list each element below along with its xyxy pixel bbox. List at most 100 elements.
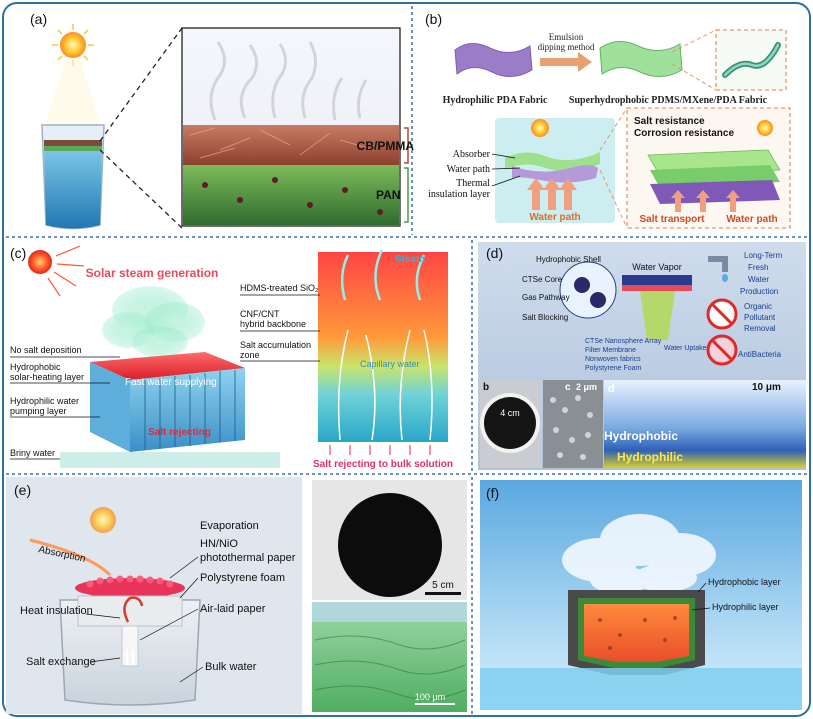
panel-b: (b) Emulsion dipping method Hydrophilic …: [425, 11, 791, 229]
corrosion-resistance-label: Corrosion resistance: [634, 128, 734, 139]
panel-f-tag: (f): [486, 485, 499, 501]
bulk-water-label: Bulk water: [205, 661, 257, 673]
scale-10um-label: 10 μm: [752, 382, 781, 393]
salt-transport-label: Salt transport: [639, 214, 705, 225]
sun-icon-red: [28, 250, 52, 274]
thermal-label-1: Thermal: [456, 178, 490, 189]
water-vapor-label: Water Vapor: [632, 262, 682, 272]
water-path-label: Water path: [447, 164, 490, 175]
pan-bracket: [404, 167, 409, 223]
long-label-3: Water: [748, 275, 769, 284]
scale-4cm-label: 4 cm: [500, 408, 520, 418]
cnf-label-2: hybrid backbone: [240, 319, 306, 329]
panel-a: (a): [30, 11, 414, 230]
water-uptake-funnel: [640, 291, 675, 340]
hydrophobic-region-label: Hydrophobic: [604, 429, 678, 443]
zoom-line-bottom: [99, 149, 183, 229]
heat-arrow: [123, 596, 144, 623]
no-salt-label: No salt deposition: [10, 345, 82, 355]
scale-bar-5cm: [425, 592, 461, 595]
panel-e: (e) Absorption Evaporation HN/NiO photot…: [6, 477, 467, 714]
long-label-2: Fresh: [748, 263, 768, 272]
salt-acc-label-1: Salt accumulation: [240, 340, 311, 350]
panel-a-tag: (a): [30, 11, 47, 27]
left-fabric-label: Hydrophilic PDA Fabric: [443, 95, 548, 106]
pda-fabric: [454, 43, 533, 77]
solar-steam-title: Solar steam generation: [86, 266, 219, 280]
beaker-icon: [41, 124, 105, 230]
air-laid-paper: [121, 625, 139, 667]
ctse-layer: [622, 275, 692, 285]
photo-d-strip: [604, 380, 806, 468]
no-bacteria-icon: [706, 334, 738, 366]
hydrophilic-label-2: pumping layer: [10, 406, 67, 416]
bulk-label: Salt rejecting to bulk solution: [313, 459, 453, 470]
steam-cloud: [102, 286, 205, 358]
antibacteria-label: AntiBacteria: [738, 350, 782, 359]
organic-label-1: Organic: [744, 302, 772, 311]
long-label-4: Production: [740, 287, 778, 296]
capillary-label: Capillary water: [360, 359, 420, 369]
cnf-label-1: CNF/CNT: [240, 309, 280, 319]
hydrophilic-label-1: Hydrophilic water: [10, 396, 79, 406]
salt-acc-label-2: zone: [240, 350, 260, 360]
water-uptake-label: Water Uptake: [664, 345, 707, 352]
hydrophilic-layer-label: Hydrophilic layer: [712, 602, 779, 612]
briny-water: [60, 452, 280, 468]
layer2-label: Filter Membrane: [585, 347, 636, 354]
no-pollutant-icon: [706, 298, 738, 330]
fast-water-label: Fast water supplying: [125, 377, 217, 388]
steam-arrows: [340, 249, 426, 301]
scale-bar-100um: [415, 703, 455, 705]
layer3-label: Nonwoven fabrics: [585, 356, 641, 363]
long-label-1: Long-Term: [744, 251, 783, 260]
water-path-label-2: Water path: [726, 214, 777, 225]
zoom-line-top: [99, 27, 183, 142]
sun-icon: [52, 24, 94, 66]
salt-rejecting-label: Salt rejecting: [148, 427, 211, 438]
panel-e-tag: (e): [14, 482, 31, 498]
panel-d: (d) Water Vapor Hydrophobic Shell CTSe C…: [478, 242, 806, 470]
organic-label-3: Removal: [744, 324, 776, 333]
sun-icon-e: [90, 507, 116, 533]
pmma-bracket: [404, 127, 409, 164]
photo-black-disc: [338, 493, 442, 597]
salt-blocking-label: Salt Blocking: [522, 313, 568, 322]
mxene-fabric: [599, 41, 683, 77]
process-arrow: [540, 52, 592, 72]
heat-insulation-label: Heat insulation: [20, 605, 93, 617]
panel-d-tag: (d): [486, 245, 503, 261]
salt-exchange-arrows: [126, 650, 134, 665]
salt-exchange-label: Salt exchange: [26, 656, 96, 668]
hydrophobic-label-1: Hydrophobic: [10, 362, 61, 372]
gas-pathway-label: Gas Pathway: [522, 293, 570, 302]
panel-f: (f) Hydrophobic layer Hydrophilic layer: [480, 480, 802, 710]
salt-resistance-label: Salt resistance: [634, 116, 705, 127]
capillary-paths: [337, 329, 433, 441]
pan-layer: [183, 165, 399, 225]
cb-pmma-layer: [183, 125, 399, 165]
pan-label: PAN: [376, 188, 400, 202]
faucet-icon: [708, 256, 728, 282]
briny-label: Briny water: [10, 448, 55, 458]
polystyrene-label: Polystyrene foam: [200, 572, 285, 584]
scale-100um-label: 100 μm: [415, 692, 445, 702]
fiber-zoom-box: [715, 29, 787, 91]
method-line2: dipping method: [538, 42, 595, 52]
column-structure: [318, 252, 448, 442]
hydrophobic-shell-label: Hydrophobic Shell: [536, 255, 601, 264]
steam-label: Steam: [395, 254, 425, 265]
polystyrene-foam: [77, 595, 183, 627]
evaporation-label: Evaporation: [200, 520, 259, 532]
organic-label-2: Pollutant: [744, 313, 776, 322]
sun-icon-small: [531, 119, 549, 137]
vapor-clouds-f: [562, 514, 716, 594]
absorber-label: Absorber: [453, 149, 491, 160]
vapor-wisps: [209, 41, 368, 121]
panel-c: (c) Solar steam generation Fast water su…: [10, 245, 453, 470]
layered-fabric-purple: [650, 180, 780, 204]
air-laid-label: Air-laid paper: [200, 603, 266, 615]
right-fabric-label: Superhydrophobic PDMS/MXene/PDA Fabric: [569, 95, 768, 106]
photo-c-tag: c: [565, 382, 571, 393]
evaporator-core: [584, 604, 689, 662]
